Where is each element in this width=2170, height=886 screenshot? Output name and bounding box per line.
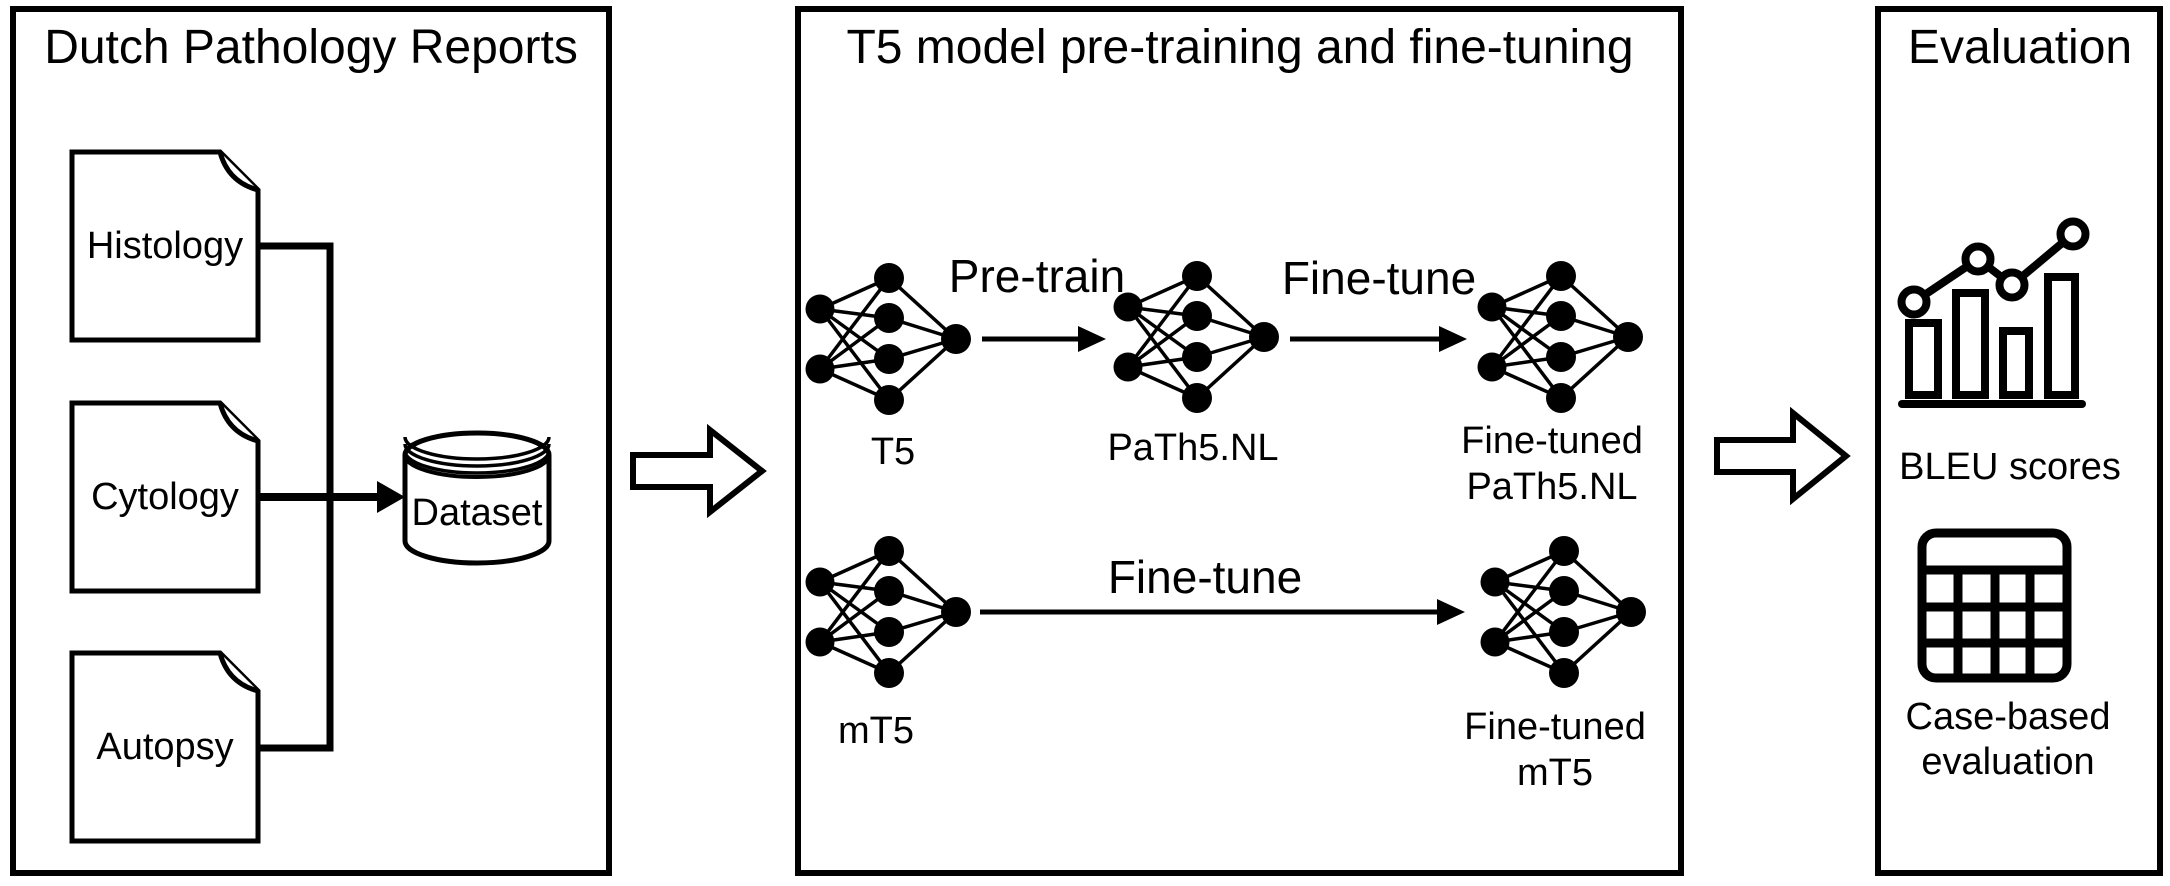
case-based-evaluation-label: Case-based evaluation [1906, 695, 2111, 785]
autopsy-document-label: Autopsy [96, 726, 234, 768]
dataset-arrow [258, 481, 405, 513]
evaluation-panel-title: Evaluation [1907, 21, 2133, 74]
database-icon [402, 430, 552, 566]
path5-model-label: PaTh5.NL [1107, 427, 1279, 469]
mt5-model-label: mT5 [838, 710, 914, 752]
neural-network-icon-finetuned-path5 [1475, 259, 1645, 415]
bar-line-chart-icon [1897, 217, 2090, 408]
finetune-bottom-label: Fine-tune [1107, 551, 1303, 603]
dataset-label: Dataset [411, 492, 543, 534]
block-arrow-training-to-evaluation [1714, 406, 1851, 506]
case-based-line1: Case-based [1905, 696, 2111, 738]
block-arrow-reports-to-training [630, 423, 767, 519]
neural-network-icon-mt5 [803, 534, 973, 690]
finetuned-path5-line1: Fine-tuned [1461, 420, 1643, 462]
table-grid-icon [1917, 528, 2072, 683]
evaluation-panel-border [1875, 6, 2163, 876]
finetuned-mt5-line1: Fine-tuned [1464, 706, 1646, 748]
reports-panel-title: Dutch Pathology Reports [44, 21, 578, 74]
cytology-document-label: Cytology [91, 476, 239, 518]
histology-document-label: Histology [86, 225, 244, 267]
finetuned-mt5-model-label: Fine-tuned mT5 [1464, 704, 1646, 796]
neural-network-icon-path5 [1111, 259, 1281, 415]
bleu-scores-label: BLEU scores [1899, 446, 2121, 488]
neural-network-icon-finetuned-mt5 [1478, 534, 1648, 690]
t5-model-label: T5 [870, 431, 916, 473]
case-based-line2: evaluation [1921, 741, 2095, 783]
finetuned-mt5-line2: mT5 [1516, 752, 1593, 794]
pretrain-label: Pre-train [948, 250, 1126, 302]
reports-panel-border [10, 6, 612, 876]
neural-network-icon-t5 [803, 261, 973, 417]
pretrain-arrow [982, 326, 1106, 352]
finetune-arrow-bottom [980, 599, 1465, 625]
training-panel-border [795, 6, 1684, 876]
training-panel-title: T5 model pre-training and fine-tuning [846, 21, 1634, 74]
finetune-top-label: Fine-tune [1281, 252, 1477, 304]
finetune-arrow-top [1290, 326, 1467, 352]
finetuned-path5-model-label: Fine-tuned PaTh5.NL [1461, 418, 1643, 510]
finetuned-path5-line2: PaTh5.NL [1466, 466, 1638, 508]
